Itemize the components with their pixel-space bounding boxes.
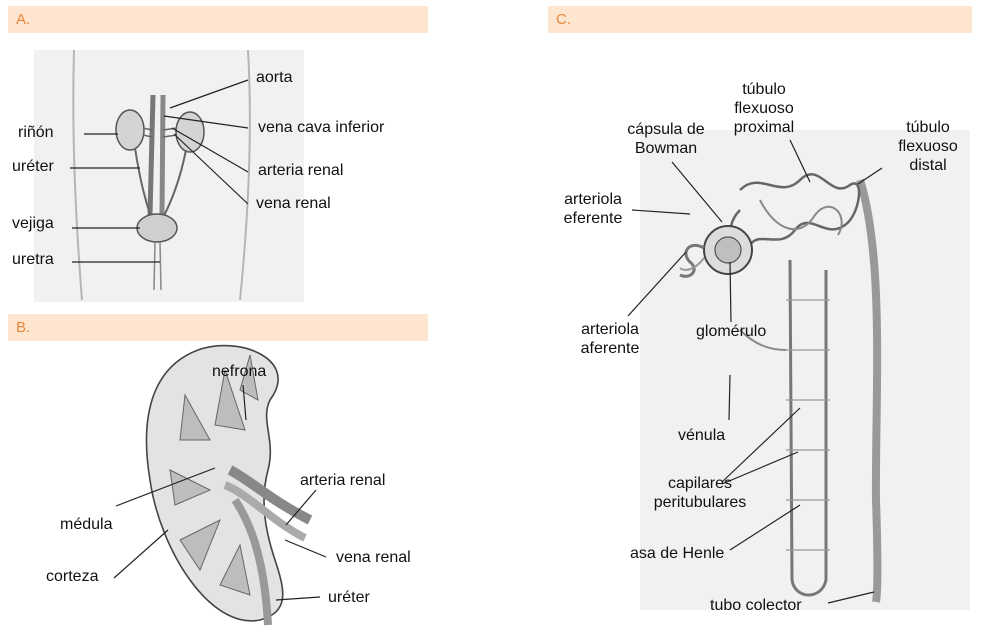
label-nefrona: nefrona: [212, 362, 266, 381]
nephron-illustration: [640, 130, 970, 610]
label-arteriola-eferente-line-1: arteriola: [553, 190, 633, 209]
label-capilares-peritubulares: capilares peritubulares: [640, 474, 760, 512]
label-uretra: uretra: [12, 250, 54, 269]
label-tubulo-distal-line-3: distal: [880, 156, 976, 175]
label-medula: médula: [60, 515, 112, 534]
label-vena-renal-b: vena renal: [336, 548, 411, 567]
label-tubulo-flexuoso-proximal: túbulo flexuoso proximal: [716, 80, 812, 137]
label-capilares-line-1: capilares: [640, 474, 760, 493]
label-arteriola-aferente-line-1: arteriola: [570, 320, 650, 339]
label-vejiga: vejiga: [12, 214, 54, 233]
label-arteriola-aferente-line-2: aferente: [570, 339, 650, 358]
label-corteza: corteza: [46, 567, 98, 586]
label-tubulo-proximal-line-2: flexuoso: [716, 99, 812, 118]
label-tubulo-proximal-line-3: proximal: [716, 118, 812, 137]
label-arteria-renal-b: arteria renal: [300, 471, 385, 490]
label-vena-renal-a: vena renal: [256, 194, 331, 213]
label-capsula-de-bowman: cápsula de Bowman: [614, 120, 718, 158]
label-asa-de-henle: asa de Henle: [630, 544, 724, 563]
label-capsula-line-2: Bowman: [614, 139, 718, 158]
label-venula: vénula: [678, 426, 725, 445]
label-ureter-a: uréter: [12, 157, 54, 176]
label-aorta: aorta: [256, 68, 292, 87]
label-capsula-line-1: cápsula de: [614, 120, 718, 139]
label-vena-cava-inferior: vena cava inferior: [258, 118, 384, 137]
label-capilares-line-2: peritubulares: [640, 493, 760, 512]
label-arteriola-aferente: arteriola aferente: [570, 320, 650, 358]
label-tubo-colector: tubo colector: [710, 596, 802, 615]
label-glomerulo: glomérulo: [696, 322, 766, 341]
label-arteriola-eferente: arteriola eferente: [553, 190, 633, 228]
label-ureter-b: uréter: [328, 588, 370, 607]
label-tubulo-distal-line-2: flexuoso: [880, 137, 976, 156]
label-tubulo-flexuoso-distal: túbulo flexuoso distal: [880, 118, 976, 175]
label-arteriola-eferente-line-2: eferente: [553, 209, 633, 228]
label-tubulo-proximal-line-1: túbulo: [716, 80, 812, 99]
label-arteria-renal-a: arteria renal: [258, 161, 343, 180]
label-rinon: riñón: [18, 123, 54, 142]
label-tubulo-distal-line-1: túbulo: [880, 118, 976, 137]
